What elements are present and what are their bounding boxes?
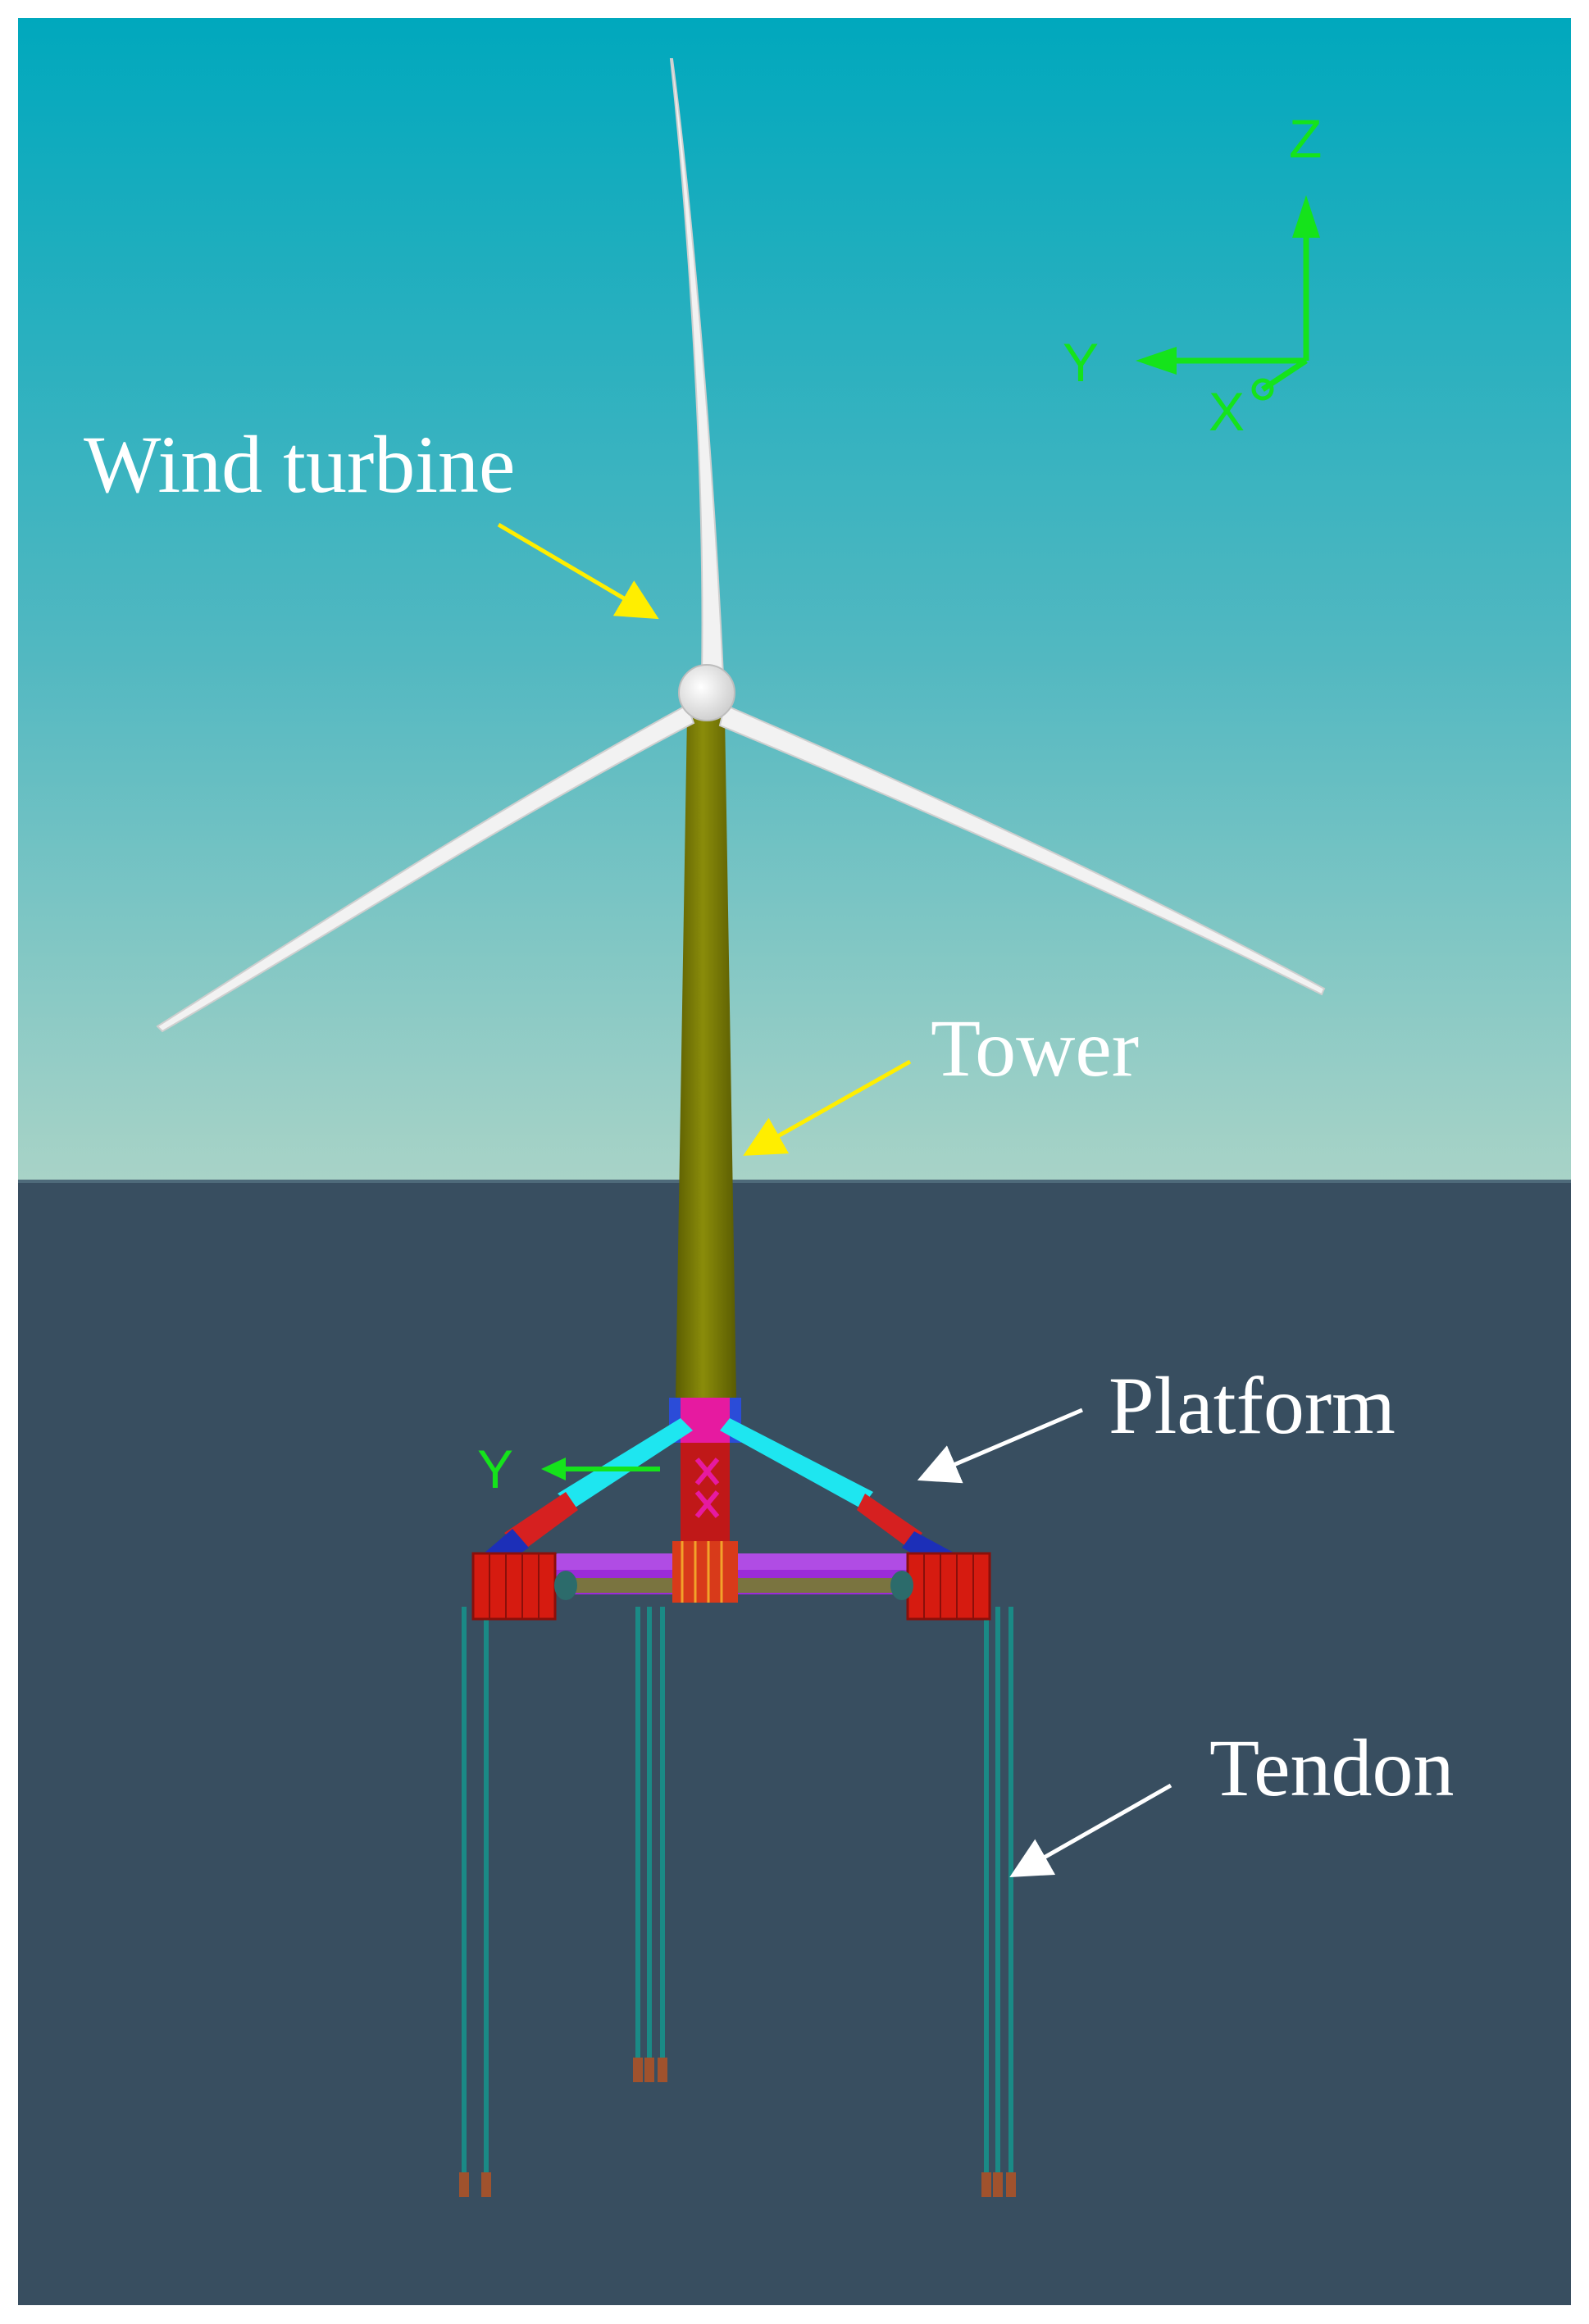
arrow-tendon xyxy=(1009,1783,1172,1877)
arrow-platform xyxy=(917,1408,1083,1484)
blade-right xyxy=(718,703,1326,996)
local-axis-y-label: Y xyxy=(477,1439,513,1499)
tower xyxy=(676,715,736,1398)
axis-x-label: X xyxy=(1209,381,1245,442)
tendon-group-left xyxy=(459,1607,491,2197)
brace-left-lower xyxy=(504,1492,578,1549)
local-axis-triad: Y xyxy=(477,1439,660,1499)
blade-left xyxy=(156,703,695,1033)
corner-column-left xyxy=(473,1553,555,1619)
brace-right-lower xyxy=(857,1494,922,1549)
axis-y-label: Y xyxy=(1063,332,1099,393)
center-column-top xyxy=(677,1398,733,1443)
tendons xyxy=(459,1607,1016,2197)
arrow-tower xyxy=(743,1059,912,1156)
label-tower: Tower xyxy=(931,1003,1139,1094)
brace-left-upper xyxy=(558,1418,693,1508)
sky xyxy=(18,18,1571,1180)
tendon-group-center xyxy=(633,1607,667,2082)
axis-z-label: Z xyxy=(1289,108,1322,169)
rotor-blades xyxy=(156,58,1326,1033)
sea xyxy=(18,1180,1571,2305)
hub xyxy=(678,664,735,721)
arrow-wind-turbine xyxy=(497,522,659,620)
global-axis-triad: Z Y X xyxy=(1063,108,1322,442)
brace-right-upper xyxy=(720,1418,873,1508)
corner-column-right xyxy=(908,1553,990,1619)
tendon-group-right xyxy=(981,1607,1016,2197)
platform-structure xyxy=(471,1398,991,1621)
label-tendon: Tendon xyxy=(1209,1722,1455,1813)
label-platform: Platform xyxy=(1109,1360,1395,1451)
label-wind-turbine: Wind turbine xyxy=(84,419,515,510)
